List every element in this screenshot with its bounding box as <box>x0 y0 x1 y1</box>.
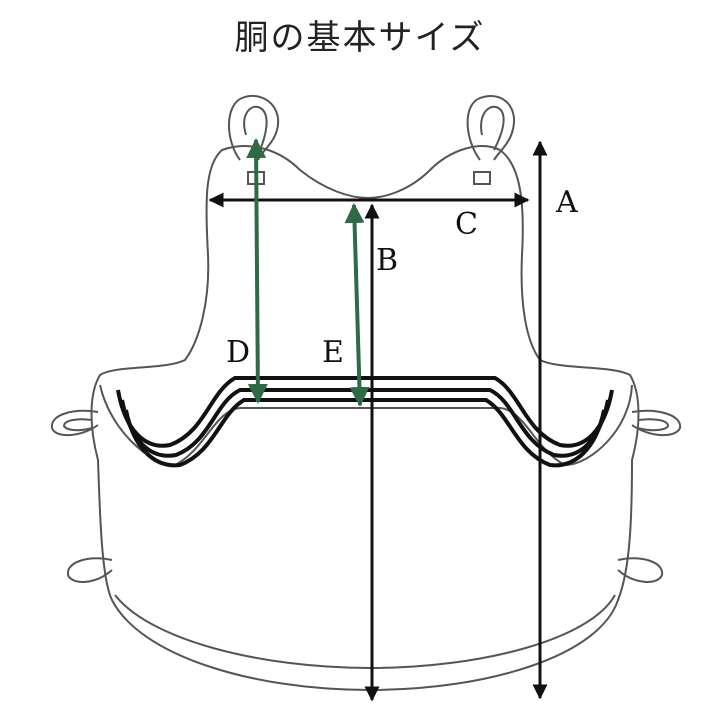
label-d: D <box>226 335 250 370</box>
label-a: A <box>555 185 578 220</box>
armor-outline <box>50 95 682 692</box>
measure-d-line <box>246 138 268 404</box>
label-b: B <box>376 243 398 278</box>
measurement-lines <box>208 138 548 702</box>
label-c: C <box>455 207 478 242</box>
measure-e-line <box>344 203 370 407</box>
diagram-title: 胴の基本サイズ <box>234 18 486 58</box>
label-e: E <box>322 335 344 370</box>
